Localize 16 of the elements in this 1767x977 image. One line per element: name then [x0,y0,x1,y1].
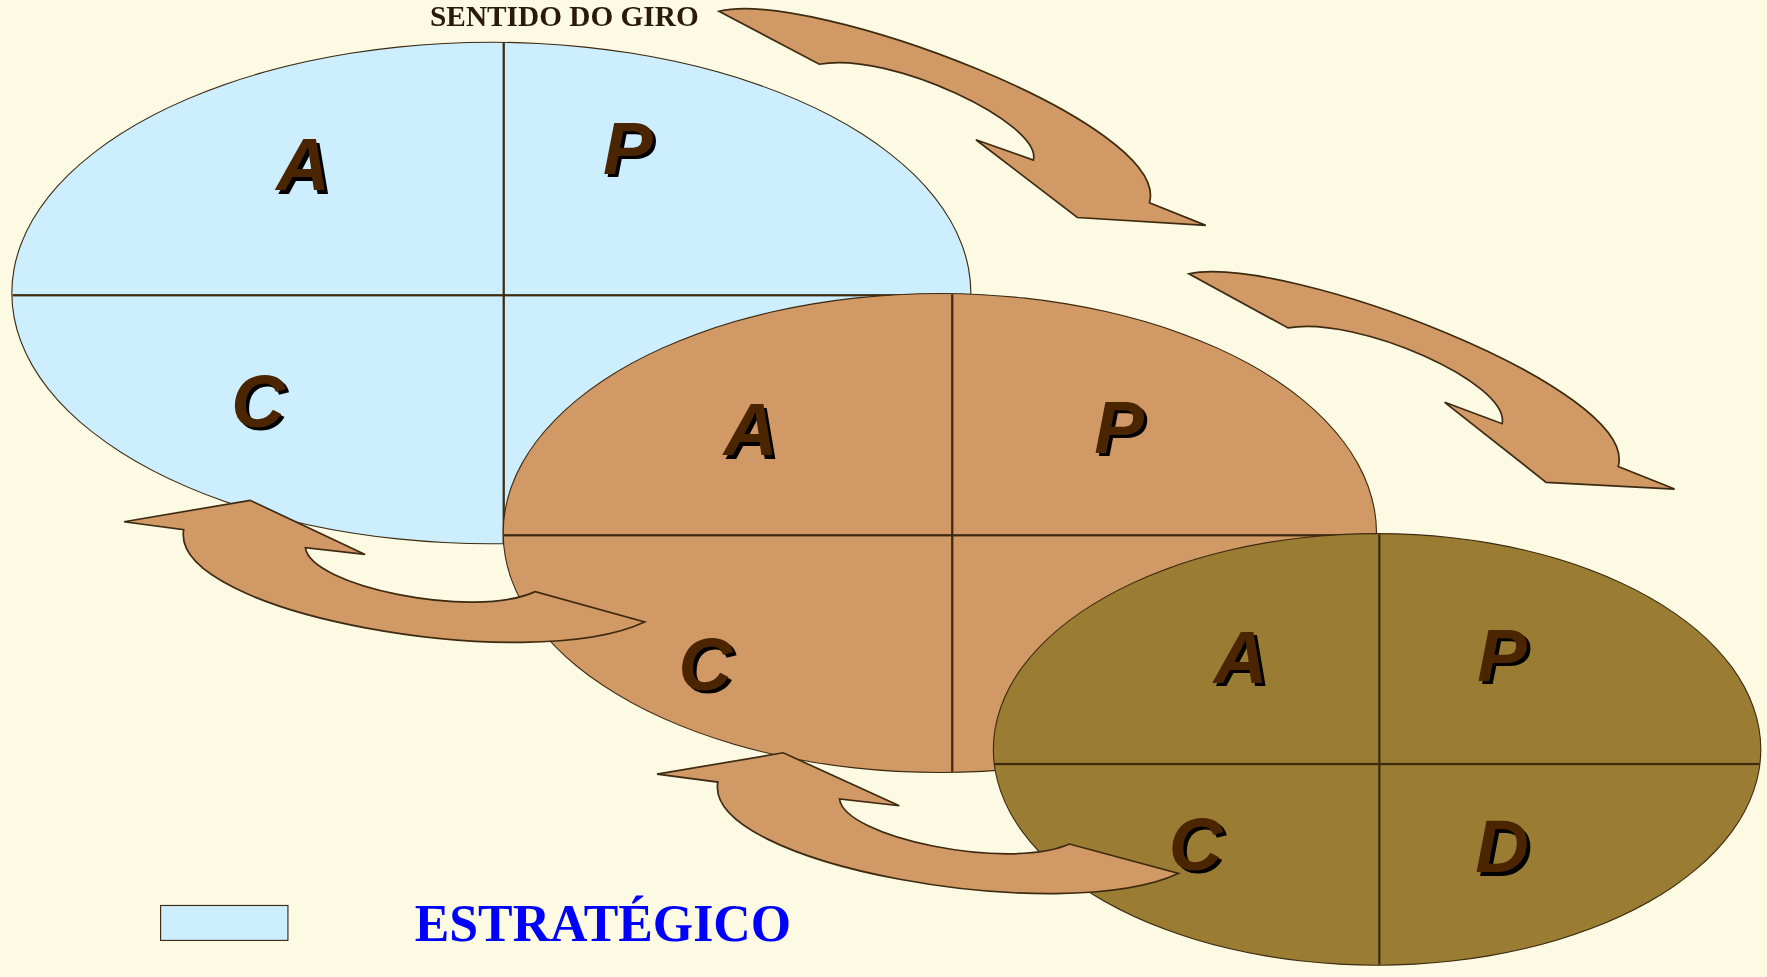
quadrant-letter: C [231,364,285,439]
legend-label: ESTRATÉGICO [414,895,792,953]
diagram-title: SENTIDO DO GIRO [429,0,699,34]
quadrant-letter: A [276,127,330,202]
quadrant-letter: A [723,392,778,467]
quadrant-letter: P [1477,617,1527,692]
quadrant-letter: P [1094,389,1144,465]
quadrant-letter: C [678,626,733,701]
curved-arrow [718,7,1207,227]
quadrant-letter: D [1475,809,1530,884]
curved-arrow [656,751,1180,895]
curved-arrow [1188,271,1676,490]
quadrant-letter: P [602,110,653,185]
quadrant-letter: A [1213,619,1268,695]
quadrant-letter: C [1168,806,1223,882]
curved-arrow [123,499,646,644]
